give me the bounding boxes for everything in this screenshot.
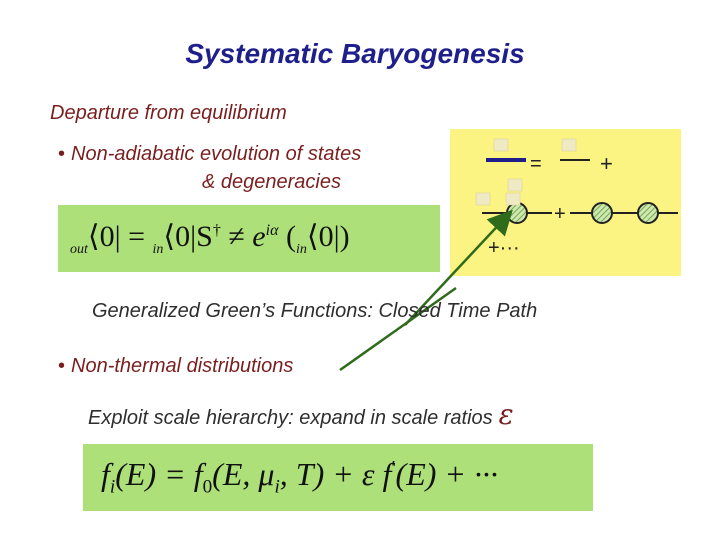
tiny-label-icon — [493, 138, 509, 152]
formula2-zero-sub: 0 — [202, 476, 213, 498]
formula2-arg4: (E) + ··· — [395, 456, 498, 492]
formula2-i-sub2: i — [274, 476, 280, 498]
bullet-dot-icon: • — [58, 355, 66, 377]
formula-lhs: ⟨0| = — [87, 220, 153, 253]
diagram-plus-1: + — [600, 151, 613, 176]
slide-title: Systematic Baryogenesis — [185, 38, 525, 69]
formula-e: e — [252, 220, 266, 253]
section-heading: Departure from equilibrium — [50, 102, 287, 124]
formula-neq: ≠ — [220, 220, 253, 253]
bullet-non-thermal: •Non-thermal distributions — [58, 355, 293, 378]
epsilon-symbol: ε — [498, 398, 514, 431]
formula2-arg3: , T) + ε f — [279, 456, 392, 492]
formula-ket: ⟨0|) — [306, 220, 350, 253]
formula2-f: f — [101, 456, 110, 492]
bullet-non-adiabatic: •Non-adiabatic evolution of states & deg… — [58, 140, 361, 196]
arrow-to-diagram — [404, 209, 513, 326]
tiny-label-icon — [561, 138, 577, 152]
diagram-plus-2: + — [554, 203, 566, 225]
bullet-dot-icon: • — [58, 143, 66, 165]
tiny-label-icon — [505, 192, 521, 206]
self-energy-blob-3 — [637, 202, 659, 224]
bullet1-line2: & degeneracies — [202, 171, 341, 193]
formula-mid: ⟨0|S — [163, 220, 213, 253]
formula-dagger: † — [212, 222, 221, 239]
formula2-f0: f — [193, 456, 203, 492]
formula-box-vacuum: out⟨0| = in⟨0|S† ≠ eiα (in⟨0|) — [58, 205, 440, 272]
formula2-arg1: (E) = — [115, 456, 194, 492]
tiny-label-icon — [507, 178, 523, 192]
exploit-text: Exploit scale hierarchy: expand in scale… — [88, 407, 493, 429]
formula-in-subscript-1: in — [152, 242, 164, 257]
diagram-ellipsis: +··· — [488, 237, 520, 259]
formula-in-subscript-2: in — [295, 242, 307, 257]
exploit-text-line: Exploit scale hierarchy: expand in scale… — [88, 398, 514, 431]
formula-vacuum: out⟨0| = in⟨0|S† ≠ eiα (in⟨0|) — [70, 219, 350, 258]
tiny-label-icon — [475, 192, 491, 206]
bullet1-line1: Non-adiabatic evolution of states — [71, 143, 362, 165]
formula-box-distribution: fi(E) = f0(E, μi, T) + ε f′(E) + ··· — [83, 444, 593, 511]
ggf-caption: Generalized Green’s Functions: Closed Ti… — [92, 300, 538, 322]
formula-exponent: iα — [265, 222, 279, 239]
formula-distribution: fi(E) = f0(E, μi, T) + ε f′(E) + ··· — [101, 456, 498, 498]
bullet2-text: Non-thermal distributions — [71, 355, 294, 377]
formula2-i-sub: i — [109, 476, 116, 498]
feynman-diagram-box: = + + +··· — [450, 129, 681, 276]
formula-paren-open: ( — [278, 220, 296, 253]
formula2-arg2: (E, μ — [212, 456, 275, 492]
arrow-to-ggf — [339, 286, 457, 372]
diagram-equals: = — [530, 153, 542, 175]
formula2-prime: ′ — [391, 457, 396, 479]
formula-out-subscript: out — [70, 242, 88, 257]
self-energy-blob-2 — [591, 202, 613, 224]
